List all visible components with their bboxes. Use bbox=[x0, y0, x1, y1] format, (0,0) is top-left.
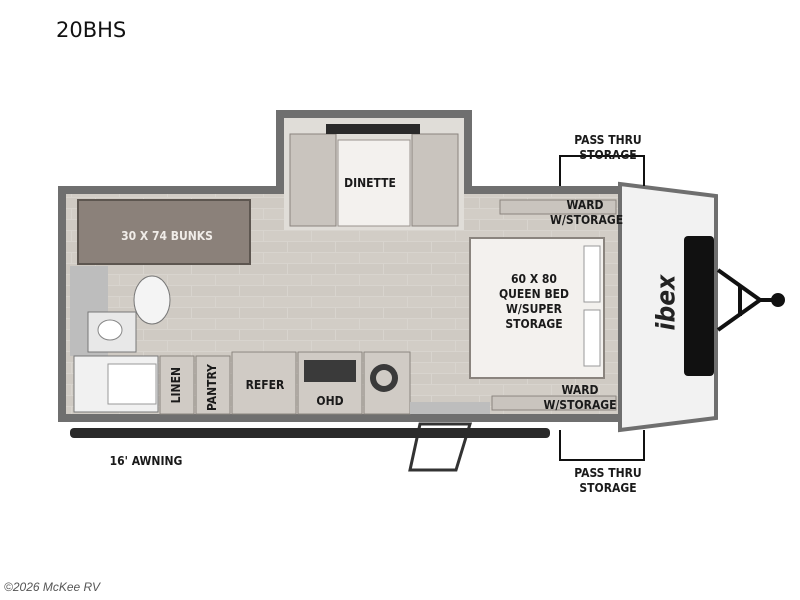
watermark: ©2026 McKee RV bbox=[4, 580, 101, 594]
dinette bbox=[289, 124, 459, 227]
linen-label: LINEN bbox=[169, 367, 183, 404]
floorplan-title: 20BHS bbox=[56, 18, 127, 42]
bunks bbox=[77, 199, 251, 265]
pass-thru-storage bbox=[559, 155, 645, 461]
ohd-label: OHD bbox=[316, 394, 344, 408]
pass-thru-top-label: PASS THRU STORAGE bbox=[574, 133, 642, 162]
wardrobes bbox=[491, 199, 617, 411]
hitch bbox=[716, 268, 785, 332]
awning-label: 16' AWNING bbox=[109, 454, 183, 468]
kitchen bbox=[159, 351, 411, 415]
ibex-logo: ibex bbox=[651, 274, 682, 331]
ward-bottom-label: WARD W/STORAGE bbox=[543, 383, 617, 412]
pantry-label: PANTRY bbox=[205, 364, 219, 412]
entry-steps bbox=[408, 402, 490, 472]
ward-top-label: WARD W/STORAGE bbox=[550, 198, 624, 227]
awning-bar bbox=[70, 428, 550, 438]
bathroom bbox=[70, 266, 171, 413]
refer-label: REFER bbox=[245, 378, 285, 392]
bunks-label: 30 X 74 BUNKS bbox=[121, 229, 213, 243]
bed-label: 60 X 80 QUEEN BED W/SUPER STORAGE bbox=[498, 272, 570, 331]
dinette-label: DINETTE bbox=[344, 176, 396, 190]
queen-bed bbox=[469, 237, 605, 379]
pass-thru-bottom-label: PASS THRU STORAGE bbox=[574, 466, 642, 495]
